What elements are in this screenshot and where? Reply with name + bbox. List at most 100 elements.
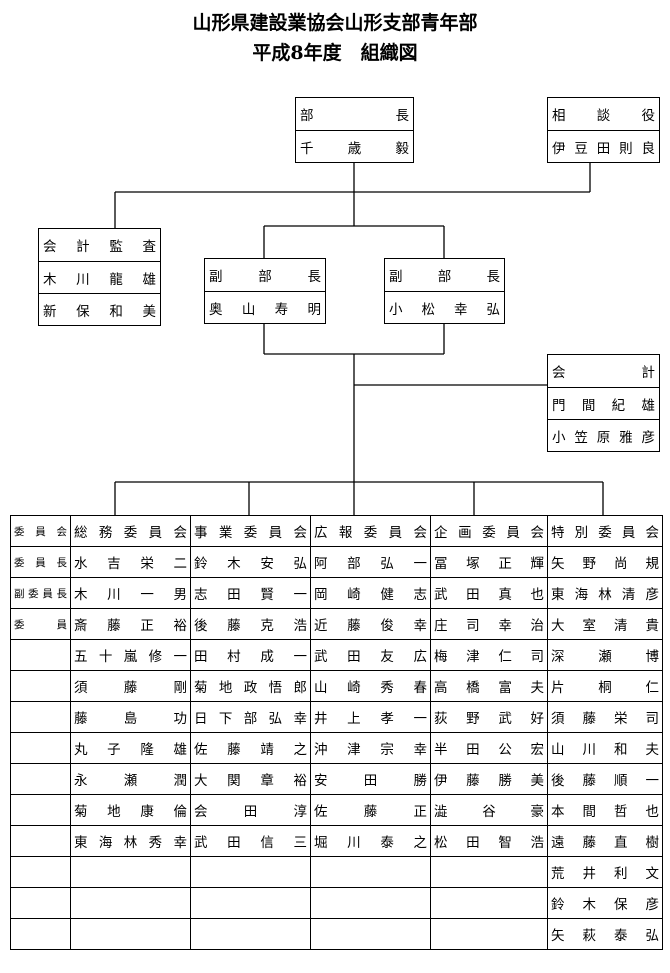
member-name: 井上孝一 — [314, 711, 427, 727]
committee-name: 広報委員会 — [314, 525, 427, 541]
member-cell: 高橋富夫 — [430, 670, 548, 702]
member-cell: 鈴木保彦 — [547, 887, 663, 919]
member-name: 須藤剛 — [74, 680, 187, 696]
member-cell: 半田公宏 — [430, 732, 548, 764]
document-subtitle: 平成8年度 組織図 — [252, 42, 418, 64]
member-cell: 冨塚正輝 — [430, 546, 548, 578]
member-cell: 井上孝一 — [310, 701, 431, 733]
member-cell: 東海林清彦 — [547, 577, 663, 609]
kaikei-box: 会計 門間紀雄 小笠原雅彦 — [547, 354, 660, 452]
table-row: 矢萩泰弘 — [10, 918, 663, 950]
committee-header: 企画委員会 — [430, 515, 548, 547]
member-name: 武田友広 — [314, 649, 427, 665]
committee-header: 総務委員会 — [70, 515, 191, 547]
member-cell: 伊藤勝美 — [430, 763, 548, 795]
member-name: 矢萩泰弘 — [551, 928, 659, 944]
member-cell: 木川一男 — [70, 577, 191, 609]
bucho-role: 部長 — [300, 108, 409, 124]
sodanyaku-name: 伊豆田則良 — [552, 140, 655, 157]
member-cell: 片桐仁 — [547, 670, 663, 702]
fukubucho-name: 小松幸弘 — [389, 301, 500, 318]
member-name: 岡崎健志 — [314, 587, 427, 603]
kaikei-role: 会計 — [552, 365, 655, 381]
member-name: 松田智浩 — [434, 835, 544, 851]
empty-cell — [10, 732, 71, 764]
empty-cell — [430, 918, 548, 950]
member-cell: 須藤剛 — [70, 670, 191, 702]
member-cell: 永瀬潤 — [70, 763, 191, 795]
kaikei-kansa-name: 新保和美 — [43, 303, 156, 320]
committee-header: 特別委員会 — [547, 515, 663, 547]
kaikei-kansa-role: 会計監査 — [43, 239, 156, 255]
table-row: 菊地康倫 会田淳 佐藤正 澁谷豪 本間哲也 — [10, 794, 663, 826]
table-row: 東海林秀幸 武田信三 堀川泰之 松田智浩 遠藤直樹 — [10, 825, 663, 857]
member-name: 鈴木安弘 — [194, 556, 307, 572]
member-name: 鈴木保彦 — [551, 897, 659, 913]
member-name: 会田淳 — [194, 804, 307, 820]
member-cell: 武田真也 — [430, 577, 548, 609]
member-name: 梅津仁司 — [434, 649, 544, 665]
member-name: 東海林秀幸 — [74, 835, 187, 851]
row-label-text: 委員 — [14, 618, 67, 631]
member-cell: 庄司幸治 — [430, 608, 548, 640]
member-name: 木川一男 — [74, 587, 187, 603]
member-cell: 菊地康倫 — [70, 794, 191, 826]
fukubucho-box: 副部長 奥山寿明 — [204, 258, 326, 324]
empty-cell — [310, 887, 431, 919]
member-cell: 山川和夫 — [547, 732, 663, 764]
member-name: 矢野尚規 — [551, 556, 659, 572]
member-name: 大関章裕 — [194, 773, 307, 789]
member-cell: 東海林秀幸 — [70, 825, 191, 857]
member-name: 菊地康倫 — [74, 804, 187, 820]
table-row: 副委員長 木川一男 志田賢一 岡崎健志 武田真也 東海林清彦 — [10, 577, 663, 609]
row-label-text: 委員会 — [14, 525, 67, 538]
member-cell: 鈴木安弘 — [190, 546, 311, 578]
member-name: 高橋富夫 — [434, 680, 544, 696]
member-name: 永瀬潤 — [74, 773, 187, 789]
member-name: 大室清貴 — [551, 618, 659, 634]
empty-cell — [10, 856, 71, 888]
empty-cell — [10, 825, 71, 857]
member-cell: 斎藤正裕 — [70, 608, 191, 640]
member-name: 深瀬博 — [551, 649, 659, 665]
committee-name: 事業委員会 — [194, 525, 307, 541]
member-name: 田村成一 — [194, 649, 307, 665]
empty-cell — [310, 918, 431, 950]
member-name: 須藤栄司 — [551, 711, 659, 727]
member-name: 伊藤勝美 — [434, 773, 544, 789]
empty-cell — [10, 918, 71, 950]
member-name: 佐藤正 — [314, 804, 427, 820]
table-row: 藤島功 日下部弘幸 井上孝一 荻野武好 須藤栄司 — [10, 701, 663, 733]
empty-cell — [190, 918, 311, 950]
member-name: 東海林清彦 — [551, 587, 659, 603]
row-label: 委員会 — [10, 515, 71, 547]
member-cell: 五十嵐修一 — [70, 639, 191, 671]
member-name: 庄司幸治 — [434, 618, 544, 634]
member-cell: 荻野武好 — [430, 701, 548, 733]
fukubucho-role: 副部長 — [389, 269, 500, 285]
table-row: 委員長 水吉栄二 鈴木安弘 阿部弘一 冨塚正輝 矢野尚規 — [10, 546, 663, 578]
member-cell: 田村成一 — [190, 639, 311, 671]
table-row: 五十嵐修一 田村成一 武田友広 梅津仁司 深瀬博 — [10, 639, 663, 671]
member-cell: 佐藤靖之 — [190, 732, 311, 764]
committee-header-row: 委員会 総務委員会 事業委員会 広報委員会 企画委員会 特別委員会 — [10, 515, 663, 547]
kaikei-kansa-name: 木川龍雄 — [43, 271, 156, 288]
member-name: 遠藤直樹 — [551, 835, 659, 851]
row-label-text: 委員長 — [14, 556, 67, 569]
member-cell: 松田智浩 — [430, 825, 548, 857]
member-name: 五十嵐修一 — [74, 649, 187, 665]
member-cell: 阿部弘一 — [310, 546, 431, 578]
member-cell: 梅津仁司 — [430, 639, 548, 671]
member-cell: 佐藤正 — [310, 794, 431, 826]
bucho-box: 部長 千歳毅 — [295, 97, 414, 163]
member-name: 堀川泰之 — [314, 835, 427, 851]
kaikei-name: 小笠原雅彦 — [552, 429, 655, 446]
member-name: 後藤克浩 — [194, 618, 307, 634]
member-name: 山川和夫 — [551, 742, 659, 758]
sodanyaku-box: 相談役 伊豆田則良 — [547, 97, 660, 163]
committee-header: 事業委員会 — [190, 515, 311, 547]
member-cell: 堀川泰之 — [310, 825, 431, 857]
member-cell: 深瀬博 — [547, 639, 663, 671]
empty-cell — [190, 856, 311, 888]
